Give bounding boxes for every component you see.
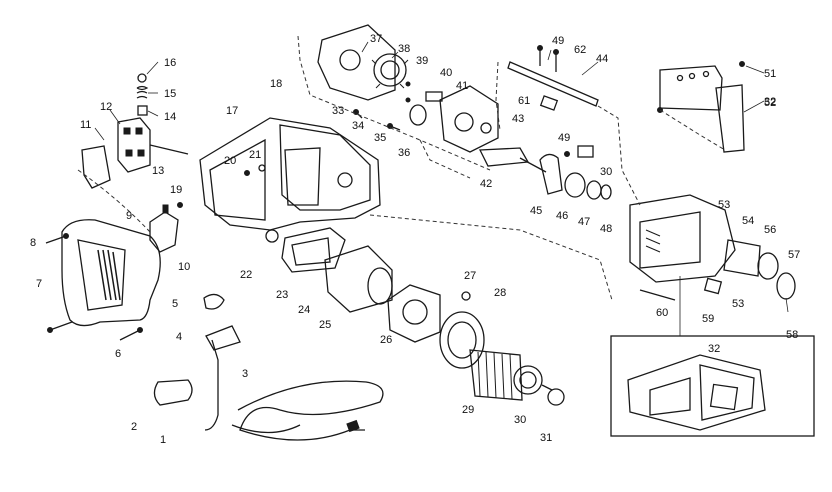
callout-30a: 30	[514, 414, 526, 426]
callout-39: 39	[416, 55, 428, 67]
gear-cover-part	[317, 24, 409, 131]
callout-22: 22	[240, 269, 252, 281]
callout-30b: 30	[600, 166, 612, 178]
callout-40: 40	[440, 67, 452, 79]
callout-15: 15	[164, 88, 176, 100]
callout-28: 28	[494, 287, 506, 299]
handle-housing-part	[61, 219, 161, 327]
callout-19: 19	[170, 184, 182, 196]
callout-26: 26	[380, 334, 392, 346]
callout-18: 18	[270, 78, 282, 90]
callout-32b: 32	[708, 343, 720, 355]
screw-27-part	[461, 291, 471, 301]
callout-10: 10	[178, 261, 190, 273]
callout-43: 43	[512, 113, 524, 125]
callout-25: 25	[319, 319, 331, 331]
wobble-plate-part	[539, 145, 612, 200]
callout-44: 44	[596, 53, 608, 65]
callout-59: 59	[702, 313, 714, 325]
callout-24: 24	[298, 304, 310, 316]
callout-38: 38	[398, 43, 410, 55]
leader-lines	[94, 41, 789, 313]
bearing-31-part	[547, 388, 565, 406]
plate-bracket-part	[657, 61, 745, 153]
callout-31: 31	[540, 432, 552, 444]
housing-fasteners	[177, 164, 266, 208]
callout-4: 4	[176, 331, 182, 343]
callout-6: 6	[115, 348, 121, 360]
callout-23: 23	[276, 289, 288, 301]
assembly-lines	[77, 35, 726, 301]
brush-holder-part	[387, 284, 441, 343]
callout-53a: 53	[718, 199, 730, 211]
callout-29: 29	[462, 404, 474, 416]
callout-48: 48	[600, 223, 612, 235]
callout-2: 2	[131, 421, 137, 433]
callout-62: 62	[574, 44, 586, 56]
callout-9: 9	[126, 210, 132, 222]
blade-clamp-part	[507, 45, 599, 111]
callout-5: 5	[172, 298, 178, 310]
callout-57: 57	[788, 249, 800, 261]
header-fragment	[0, 0, 832, 4]
switch-assembly-part	[81, 117, 189, 189]
callout-42: 42	[480, 178, 492, 190]
power-cord-part	[153, 293, 384, 441]
callout-36: 36	[398, 147, 410, 159]
callout-47: 47	[578, 216, 590, 228]
callout-11: 11	[80, 119, 91, 131]
main-housing-part	[199, 117, 381, 243]
callout-41: 41	[456, 80, 468, 92]
callout-3: 3	[242, 368, 248, 380]
callout-49b: 49	[558, 132, 570, 144]
callout-51: 51	[764, 68, 776, 80]
callout-20: 20	[224, 155, 236, 167]
callout-13: 13	[152, 165, 164, 177]
callout-21: 21	[249, 149, 261, 161]
callout-53b: 53	[732, 298, 744, 310]
screw-8-part	[45, 233, 69, 244]
callout-8: 8	[30, 237, 36, 249]
gear-case-part	[439, 85, 499, 153]
pin-part	[405, 81, 443, 126]
callout-16: 16	[164, 57, 176, 69]
callout-33: 33	[332, 105, 344, 117]
trigger-switch-part	[149, 204, 179, 253]
stator-field-part	[324, 245, 393, 313]
callout-27: 27	[464, 270, 476, 282]
spindle-part	[478, 147, 547, 173]
nose-housing-part	[629, 194, 796, 301]
callout-58: 58	[786, 329, 798, 341]
brush-parts	[136, 73, 149, 116]
callout-46: 46	[556, 210, 568, 222]
callout-35: 35	[374, 132, 386, 144]
bracket-part	[281, 227, 346, 273]
callout-60: 60	[656, 307, 668, 319]
callout-32a: 32	[764, 96, 776, 108]
callout-56: 56	[764, 224, 776, 236]
baffle-part	[439, 311, 485, 369]
callout-14: 14	[164, 111, 176, 123]
callout-37: 37	[370, 33, 382, 45]
callout-17: 17	[226, 105, 238, 117]
callout-34: 34	[352, 120, 364, 132]
callout-54: 54	[742, 215, 754, 227]
callout-12: 12	[100, 101, 112, 113]
callout-labels: 1 2 3 4 5 6 7 8 9 10 11 12 13 14 15 16 1…	[30, 33, 800, 446]
screw-6-part	[47, 321, 143, 341]
callout-7: 7	[36, 278, 42, 290]
callout-61: 61	[518, 95, 530, 107]
callout-45: 45	[530, 205, 542, 217]
callout-49a: 49	[552, 35, 564, 47]
inset-detail-box	[610, 276, 815, 437]
armature-part	[469, 349, 553, 401]
callout-52: 52	[764, 97, 776, 109]
callout-1: 1	[160, 434, 166, 446]
